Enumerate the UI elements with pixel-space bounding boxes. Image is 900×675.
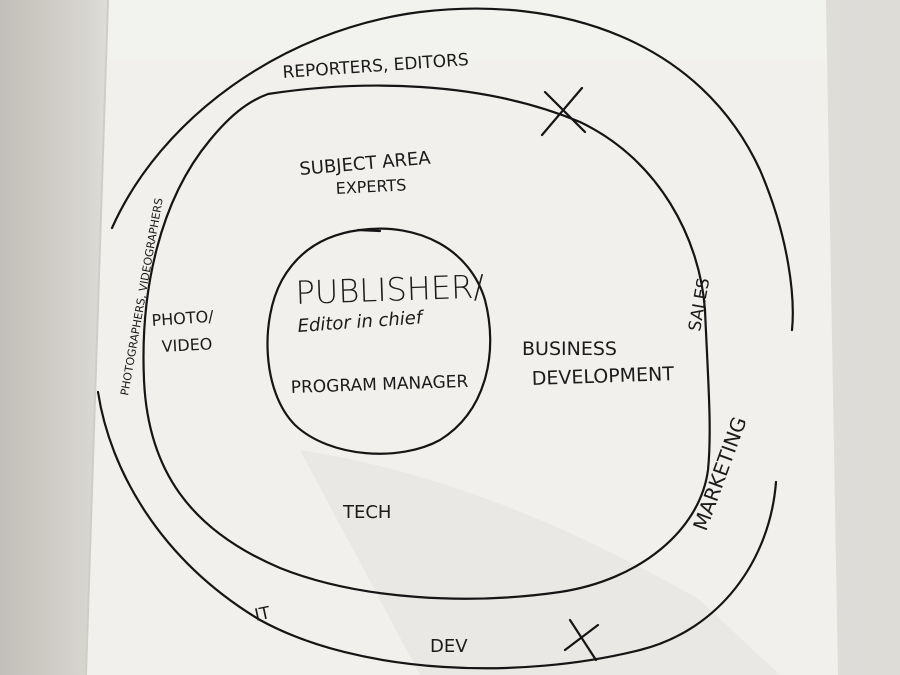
cross-mark-top: X — [540, 86, 587, 137]
middle-ring — [142, 84, 711, 600]
label-photo: PHOTO/ — [151, 307, 215, 330]
label-video: VIDEO — [161, 334, 213, 356]
label-sales: SALES — [685, 276, 714, 332]
cross-mark-bottom: X — [563, 618, 600, 662]
label-tech: TECH — [342, 502, 391, 523]
label-reporters-editors: REPORTERS, EDITORS — [282, 50, 469, 83]
label-subject-area: SUBJECT AREA — [299, 148, 432, 180]
label-experts: EXPERTS — [335, 175, 407, 198]
label-business: BUSINESS — [522, 338, 617, 360]
outer-ring-arc-bottom — [96, 390, 778, 670]
label-editor-in-chief: Editor in chief — [297, 307, 426, 337]
inner-ring-tick — [356, 228, 382, 233]
label-marketing: MARKETING — [688, 414, 751, 534]
label-publisher: PUBLISHER/ — [295, 267, 485, 312]
outer-ring-arc-top — [110, 7, 794, 332]
label-dev: DEV — [430, 636, 468, 657]
label-photographers-videographers: PHOTOGRAPHERS, VIDEOGRAPHERS — [118, 197, 166, 396]
label-development: DEVELOPMENT — [531, 363, 674, 390]
label-it: IT — [253, 603, 273, 626]
label-program-manager: PROGRAM MANAGER — [290, 372, 468, 398]
inner-ring — [266, 227, 492, 455]
